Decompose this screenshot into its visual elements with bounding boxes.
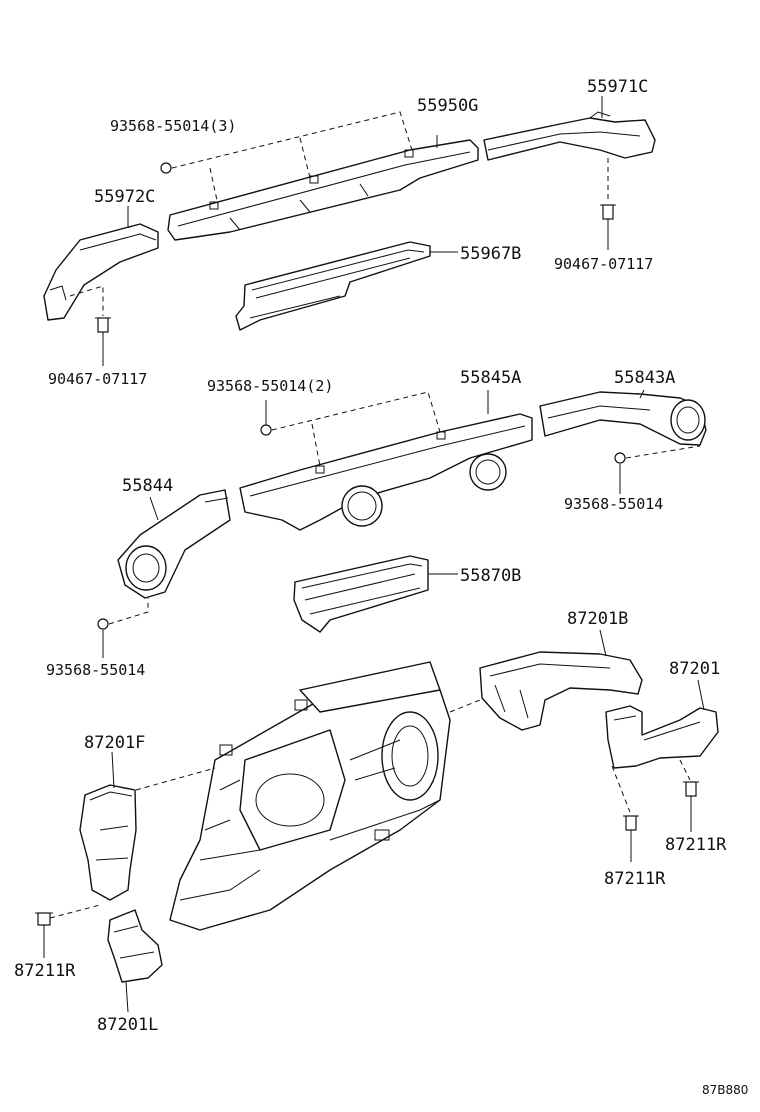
label-87211r-right: 87211R: [665, 835, 727, 855]
label-87201l: 87201L: [97, 1015, 158, 1035]
duct-87201l: [107, 909, 163, 983]
label-55972c: 55972C: [94, 187, 155, 207]
clip-icon-93568-mid-left: [97, 618, 109, 630]
label-93568-55014-3: 93568-55014(3): [110, 117, 236, 135]
label-87201b: 87201B: [567, 609, 628, 629]
center-duct-55845a: [239, 413, 533, 531]
center-duct-55950g: [167, 139, 479, 241]
label-87201: 87201: [669, 659, 720, 679]
left-duct-55972c: [43, 223, 159, 321]
duct-87201b: [479, 651, 643, 731]
label-55843a: 55843A: [614, 368, 675, 388]
clip-icon-90467-right: [600, 204, 616, 220]
label-93568-55014-left: 93568-55014: [46, 661, 145, 679]
clip-icon-87211r-right: [683, 781, 699, 797]
label-55971c: 55971C: [587, 77, 648, 97]
label-55950g: 55950G: [417, 96, 478, 116]
register-55967b: [235, 241, 431, 331]
label-87201f: 87201F: [84, 733, 145, 753]
left-duct-55844: [117, 489, 231, 599]
right-duct-55971c: [483, 111, 656, 161]
duct-87201: [605, 705, 719, 769]
clip-icon-93568-mid-top: [260, 424, 272, 436]
label-93568-55014-right: 93568-55014: [564, 495, 663, 513]
clip-icon-90467-left: [95, 317, 111, 333]
register-55870b: [293, 555, 429, 633]
clip-icon-93568-top: [160, 162, 172, 174]
duct-87201f: [79, 784, 137, 901]
label-55845a: 55845A: [460, 368, 521, 388]
heater-unit: [169, 661, 451, 931]
label-87211r-left: 87211R: [14, 961, 76, 981]
label-90467-07117-right: 90467-07117: [554, 255, 653, 273]
right-duct-55843a: [539, 391, 707, 446]
clip-icon-87211r-mid: [623, 815, 639, 831]
label-55844: 55844: [122, 476, 173, 496]
label-55870b: 55870B: [460, 566, 521, 586]
clip-icon-93568-mid-right: [614, 452, 626, 464]
label-90467-07117-left: 90467-07117: [48, 370, 147, 388]
label-55967b: 55967B: [460, 244, 521, 264]
label-93568-55014-2: 93568-55014(2): [207, 377, 333, 395]
clip-icon-87211r-left: [35, 912, 53, 926]
diagram-code: 87B880: [702, 1083, 748, 1097]
label-87211r-mid: 87211R: [604, 869, 666, 889]
